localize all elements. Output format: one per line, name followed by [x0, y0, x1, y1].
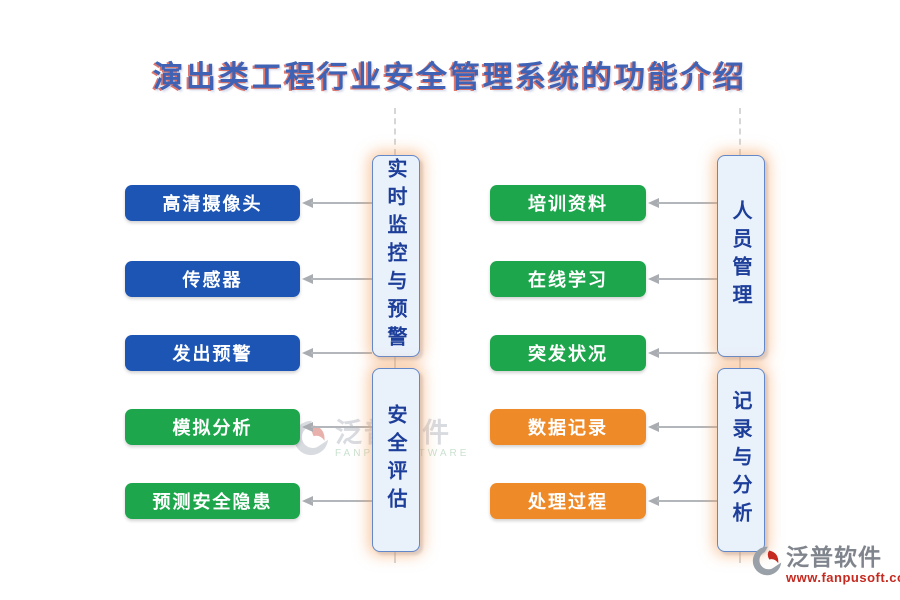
connector-arrow	[302, 347, 372, 359]
node-label: 处理过程	[528, 492, 608, 513]
connector-arrow	[302, 495, 372, 507]
site-logo: 泛普软件 www.fanpusoft.com	[752, 546, 900, 585]
category-label: 人员管理	[729, 200, 753, 312]
node-label: 在线学习	[528, 270, 608, 291]
node-label: 模拟分析	[172, 418, 253, 439]
node-sensor: 传感器	[125, 261, 300, 297]
node-issue-warning: 发出预警	[125, 335, 300, 371]
node-simulation-analysis: 模拟分析	[125, 409, 300, 445]
category-realtime-monitoring: 实时监控与预警	[372, 155, 420, 357]
node-label: 高清摄像头	[162, 194, 263, 215]
category-personnel-management: 人员管理	[717, 155, 765, 357]
category-label: 记录与分析	[729, 390, 753, 530]
fanpu-logo-icon	[752, 546, 782, 576]
category-label: 安全评估	[384, 404, 408, 516]
node-label: 突发状况	[528, 344, 608, 365]
node-emergency-situation: 突发状况	[490, 335, 646, 371]
node-predict-hazards: 预测安全隐患	[125, 483, 300, 519]
connector-arrow	[302, 197, 372, 209]
connector-arrow	[648, 495, 717, 507]
node-training-materials: 培训资料	[490, 185, 646, 221]
dashed-guide	[739, 551, 741, 563]
node-label: 数据记录	[528, 418, 608, 439]
site-logo-name: 泛普软件	[786, 544, 882, 571]
site-logo-url: www.fanpusoft.com	[786, 570, 900, 585]
connector-arrow	[302, 273, 372, 285]
dashed-guide	[739, 356, 741, 368]
node-handling-process: 处理过程	[490, 483, 646, 519]
page-title: 演出类工程行业安全管理系统的功能介绍	[153, 60, 747, 95]
category-label: 实时监控与预警	[384, 158, 408, 354]
node-online-learning: 在线学习	[490, 261, 646, 297]
connector-arrow	[648, 273, 717, 285]
connector-arrow	[302, 421, 372, 433]
node-label: 预测安全隐患	[152, 492, 273, 513]
category-safety-assessment: 安全评估	[372, 368, 420, 552]
connector-arrow	[648, 421, 717, 433]
node-label: 传感器	[182, 270, 243, 291]
category-records-analysis: 记录与分析	[717, 368, 765, 552]
node-data-records: 数据记录	[490, 409, 646, 445]
dashed-guide	[394, 551, 396, 563]
dashed-guide	[739, 108, 741, 155]
connector-arrow	[648, 197, 717, 209]
node-label: 培训资料	[528, 194, 608, 215]
connector-arrow	[648, 347, 717, 359]
dashed-guide	[394, 108, 396, 155]
node-hd-camera: 高清摄像头	[125, 185, 300, 221]
node-label: 发出预警	[172, 344, 253, 365]
dashed-guide	[394, 356, 396, 368]
